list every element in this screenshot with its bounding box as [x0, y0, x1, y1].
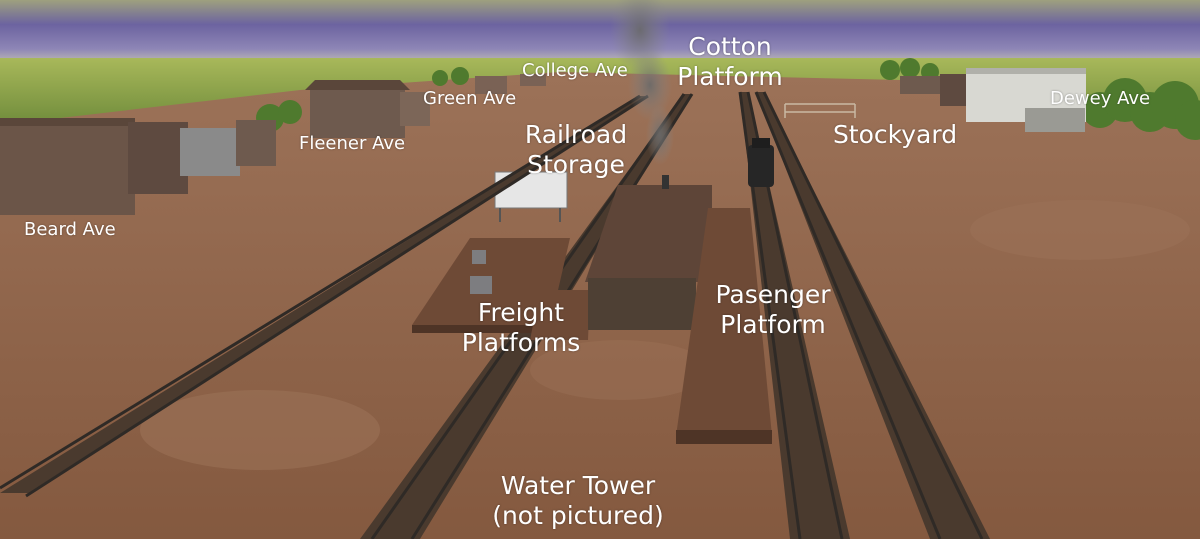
label-freight-platforms: Freight Platforms [448, 298, 594, 357]
label-line: Cotton [688, 32, 772, 61]
label-line: Pasenger [715, 280, 831, 309]
label-line: Platforms [461, 327, 581, 357]
locomotive [748, 138, 774, 187]
label-railroad-storage: Railroad Storage [500, 120, 652, 179]
label-line: Railroad [524, 120, 628, 149]
dirt-patch [140, 390, 380, 470]
label-stockyard: Stockyard [832, 120, 958, 149]
freight-platforms [412, 238, 590, 340]
label-dewey-ave: Dewey Ave [1050, 88, 1151, 109]
depot-building [585, 175, 712, 330]
dirt-patch [530, 340, 710, 400]
railroad-tracks [0, 91, 990, 539]
label-line: Platform [677, 61, 783, 91]
label-cotton-platform: Cotton Platform [660, 32, 800, 91]
passenger-platform [676, 208, 772, 444]
label-water-tower: Water Tower (not pictured) [470, 471, 686, 530]
label-line: Water Tower [500, 471, 656, 500]
label-beard-ave: Beard Ave [24, 219, 116, 240]
label-fleener-ave: Fleener Ave [299, 133, 406, 154]
town-buildings-left [0, 74, 546, 215]
tree-line [256, 58, 1200, 140]
label-green-ave: Green Ave [423, 88, 517, 109]
label-line: Freight [477, 298, 565, 327]
label-college-ave: College Ave [522, 60, 628, 81]
label-line: (not pictured) [492, 500, 664, 530]
stockyard-fence [784, 103, 856, 118]
smoke-plume [610, 0, 674, 165]
label-pasenger-platform: Pasenger Platform [700, 280, 846, 339]
label-line: Storage [527, 149, 625, 179]
label-line: Platform [720, 309, 826, 339]
town-buildings-right [900, 68, 1086, 132]
dirt-patch [970, 200, 1190, 260]
